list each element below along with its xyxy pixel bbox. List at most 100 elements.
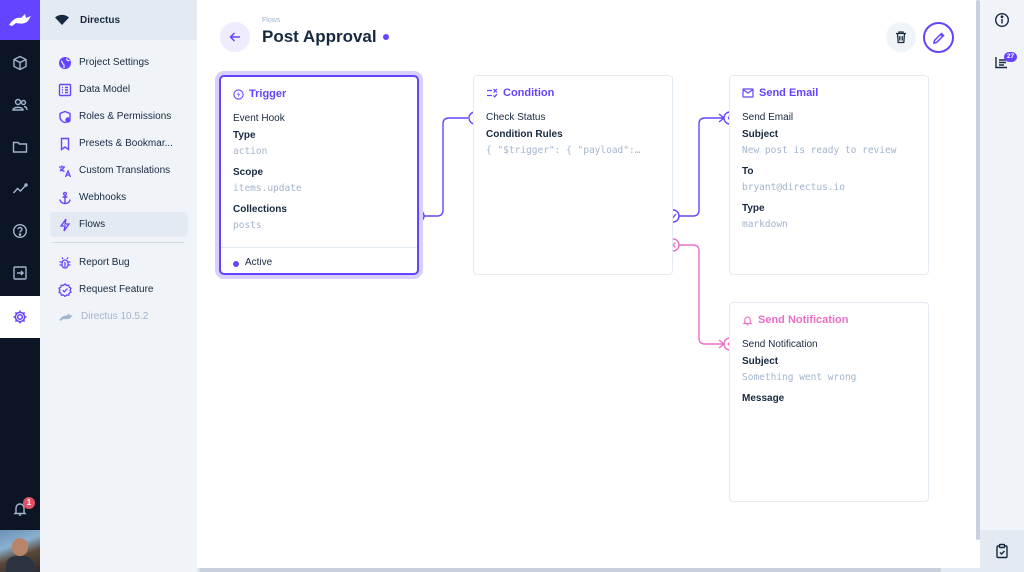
- rule-icon: [487, 88, 498, 98]
- send-notification-subject-value: Something went wrong: [742, 372, 857, 383]
- trigger-footer-divider: [221, 247, 417, 248]
- send-email-subject-label: Subject: [742, 129, 779, 140]
- horizontal-scrollbar[interactable]: [197, 568, 980, 572]
- send-notification-message-label: Message: [742, 393, 785, 404]
- trigger-type-name: Event Hook: [233, 113, 285, 124]
- nav-item-label: Webhooks: [79, 192, 127, 203]
- condition-to-email-line: [678, 117, 724, 217]
- horizontal-scrollbar-thumb[interactable]: [199, 568, 941, 572]
- nav-item-label: Report Bug: [79, 257, 130, 268]
- bell-icon: [13, 503, 27, 516]
- condition-name: Check Status: [486, 112, 546, 123]
- directus-logo[interactable]: [0, 0, 40, 40]
- send-email-type-value: markdown: [742, 219, 788, 230]
- trigger-status[interactable]: Active: [245, 257, 273, 268]
- nav-item-request-feature[interactable]: Request Feature: [50, 277, 188, 302]
- send-email-panel[interactable]: Send Email Send Email Subject New post i…: [729, 75, 929, 275]
- vertical-scrollbar[interactable]: [976, 0, 980, 540]
- data-model-icon: [58, 83, 72, 96]
- pencil-icon: [932, 31, 945, 44]
- nav-item-flows[interactable]: Flows: [50, 212, 188, 237]
- condition-to-notification-line: [678, 244, 724, 345]
- condition-header: Condition: [486, 87, 554, 99]
- nav-item-label: Presets & Bookmar...: [79, 138, 173, 149]
- mail-icon: [742, 88, 754, 98]
- page-title: Post Approval: [262, 27, 377, 46]
- send-notification-panel[interactable]: Send Notification Send Notification Subj…: [729, 302, 929, 502]
- send-email-to-value: bryant@directus.io: [742, 182, 845, 193]
- nav-divider: [52, 242, 184, 243]
- back-button[interactable]: [220, 22, 250, 52]
- settings-navigation: Directus Project Settings Data Model Rol…: [40, 0, 197, 572]
- project-name: Directus: [80, 14, 121, 26]
- trigger-to-condition-line: [424, 117, 468, 217]
- translate-icon: [59, 165, 72, 177]
- verified-icon: [58, 282, 72, 297]
- nav-item-label: Custom Translations: [79, 165, 171, 176]
- wifi-icon: [55, 14, 69, 25]
- insights-icon: [12, 183, 28, 194]
- rabbit-logo-icon: [9, 14, 31, 26]
- info-button[interactable]: [980, 0, 1024, 40]
- docs-module-button[interactable]: [0, 210, 40, 252]
- directus-logo-icon: [59, 312, 73, 321]
- nav-item-data-model[interactable]: Data Model: [50, 77, 188, 102]
- send-email-subject-value: New post is ready to review: [742, 145, 897, 156]
- roles-icon: [59, 110, 71, 123]
- flow-logs-button[interactable]: [980, 530, 1024, 572]
- nav-item-roles-permissions[interactable]: Roles & Permissions: [50, 104, 188, 129]
- folder-icon: [12, 141, 28, 153]
- trigger-type-value: action: [233, 146, 268, 157]
- nav-item-label: Roles & Permissions: [79, 111, 172, 122]
- trigger-panel[interactable]: Trigger Event Hook Type action Scope ite…: [219, 75, 419, 275]
- trigger-scope-value: items.update: [233, 183, 302, 194]
- send-email-to-label: To: [742, 166, 754, 177]
- nav-item-presets-bookmarks[interactable]: Presets & Bookmar...: [50, 131, 188, 156]
- bookmark-icon: [60, 137, 70, 151]
- marketplace-module-button[interactable]: [0, 252, 40, 294]
- help-icon: [12, 223, 28, 239]
- delete-flow-button[interactable]: [886, 22, 916, 52]
- active-status-dot: [233, 261, 239, 267]
- activity-count-badge: 27: [1004, 52, 1017, 62]
- send-notification-subject-label: Subject: [742, 356, 779, 367]
- nav-item-label: Data Model: [79, 84, 131, 95]
- send-email-header: Send Email: [742, 87, 818, 99]
- user-avatar[interactable]: [0, 530, 40, 572]
- anchor-icon: [59, 191, 71, 204]
- bolt-circle-icon: [233, 88, 244, 100]
- nav-item-label: Project Settings: [79, 57, 150, 68]
- nav-item-custom-translations[interactable]: Custom Translations: [50, 158, 188, 183]
- project-header[interactable]: Directus: [40, 0, 197, 40]
- settings-module-button[interactable]: [0, 296, 40, 338]
- revisions-button[interactable]: [980, 42, 1024, 82]
- trigger-scope-label: Scope: [233, 167, 264, 178]
- nav-item-label: Request Feature: [79, 284, 154, 295]
- send-email-type-label: Type: [742, 203, 765, 214]
- globe-icon: [59, 56, 71, 69]
- nav-item-webhooks[interactable]: Webhooks: [50, 185, 188, 210]
- users-module-button[interactable]: [0, 84, 40, 126]
- send-email-name: Send Email: [742, 112, 794, 123]
- trigger-type-label: Type: [233, 130, 256, 141]
- arrow-left-icon: [229, 32, 240, 42]
- nav-item-project-settings[interactable]: Project Settings: [50, 50, 188, 75]
- edit-flow-button[interactable]: [923, 22, 954, 53]
- flow-editor: Flows Post Approval: [197, 0, 980, 572]
- clipboard-icon: [996, 543, 1008, 559]
- bell-icon: [742, 316, 753, 325]
- nav-item-label: Flows: [79, 219, 106, 230]
- content-module-button[interactable]: [0, 42, 40, 84]
- insights-module-button[interactable]: [0, 168, 40, 210]
- breadcrumb[interactable]: Flows: [262, 17, 281, 24]
- send-notification-name: Send Notification: [742, 339, 818, 350]
- info-icon: [994, 12, 1010, 28]
- condition-panel[interactable]: Condition Check Status Condition Rules {…: [473, 75, 673, 275]
- bolt-icon: [59, 218, 71, 231]
- nav-item-report-bug[interactable]: Report Bug: [50, 250, 188, 275]
- send-notification-header: Send Notification: [742, 314, 848, 326]
- nav-item-version[interactable]: Directus 10.5.2: [50, 304, 188, 329]
- files-module-button[interactable]: [0, 126, 40, 168]
- condition-rules-value: { "$trigger": { "payload":…: [486, 145, 641, 156]
- notifications-button[interactable]: 1: [0, 488, 40, 530]
